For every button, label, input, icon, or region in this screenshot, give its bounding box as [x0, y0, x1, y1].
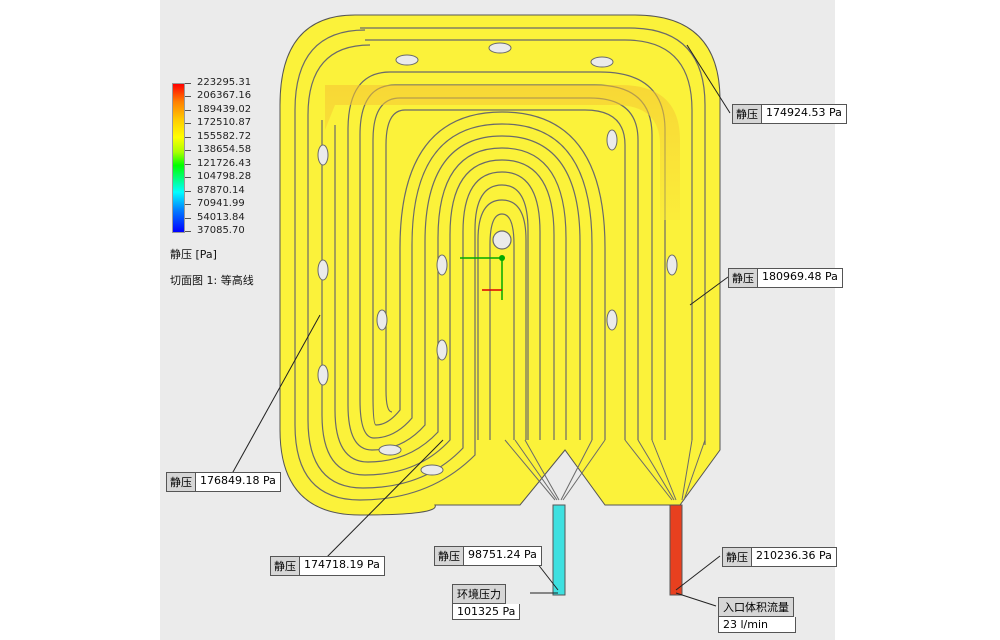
channel-walls	[294, 27, 706, 501]
legend-tick-label: 121726.43	[197, 157, 252, 169]
legend-tick-mark	[185, 163, 191, 165]
legend-tick-label: 155582.72	[197, 130, 252, 142]
pinch-holes	[317, 42, 678, 476]
legend-tick-label: 223295.31	[197, 77, 252, 88]
legend-color-bar	[172, 83, 185, 233]
cut-plot-label: 切面图 1: 等高线	[170, 274, 254, 287]
legend-tick-mark	[185, 177, 191, 179]
legend-tick-mark	[185, 217, 191, 219]
legend-tick-label: 37085.70	[197, 225, 245, 236]
leader-lines	[227, 44, 731, 607]
legend-tick-mark	[185, 150, 191, 152]
legend-tick-mark	[185, 231, 191, 232]
coordinate-triad-icon	[460, 255, 505, 300]
legend-tick-label: 138654.58	[197, 144, 252, 156]
legend-tick-label: 104798.28	[197, 171, 252, 183]
legend-tick-label: 206367.16	[197, 90, 252, 102]
legend-tick-label: 54013.84	[197, 211, 245, 223]
legend-tick-label: 70941.99	[197, 198, 245, 210]
legend-tick-mark	[185, 136, 191, 138]
legend-tick-mark	[185, 109, 191, 111]
legend-tick-mark	[185, 83, 191, 84]
flow-plate-drawing[interactable]	[160, 0, 835, 640]
legend-tick-mark	[185, 204, 191, 206]
legend-tick-label: 87870.14	[197, 184, 245, 196]
inlet-pipe	[669, 504, 683, 596]
outlet-collector	[504, 439, 706, 501]
legend-tick-mark	[185, 123, 191, 125]
legend-tick-mark	[185, 190, 191, 192]
legend-tick-label: 172510.87	[197, 117, 252, 129]
center-loop	[477, 199, 527, 440]
legend-tick-label: 189439.02	[197, 103, 252, 115]
legend-tick-mark	[185, 96, 191, 98]
outlet-pipe	[552, 504, 566, 596]
warm-band	[325, 85, 680, 220]
legend-unit-label: 静压 [Pa]	[170, 248, 217, 261]
